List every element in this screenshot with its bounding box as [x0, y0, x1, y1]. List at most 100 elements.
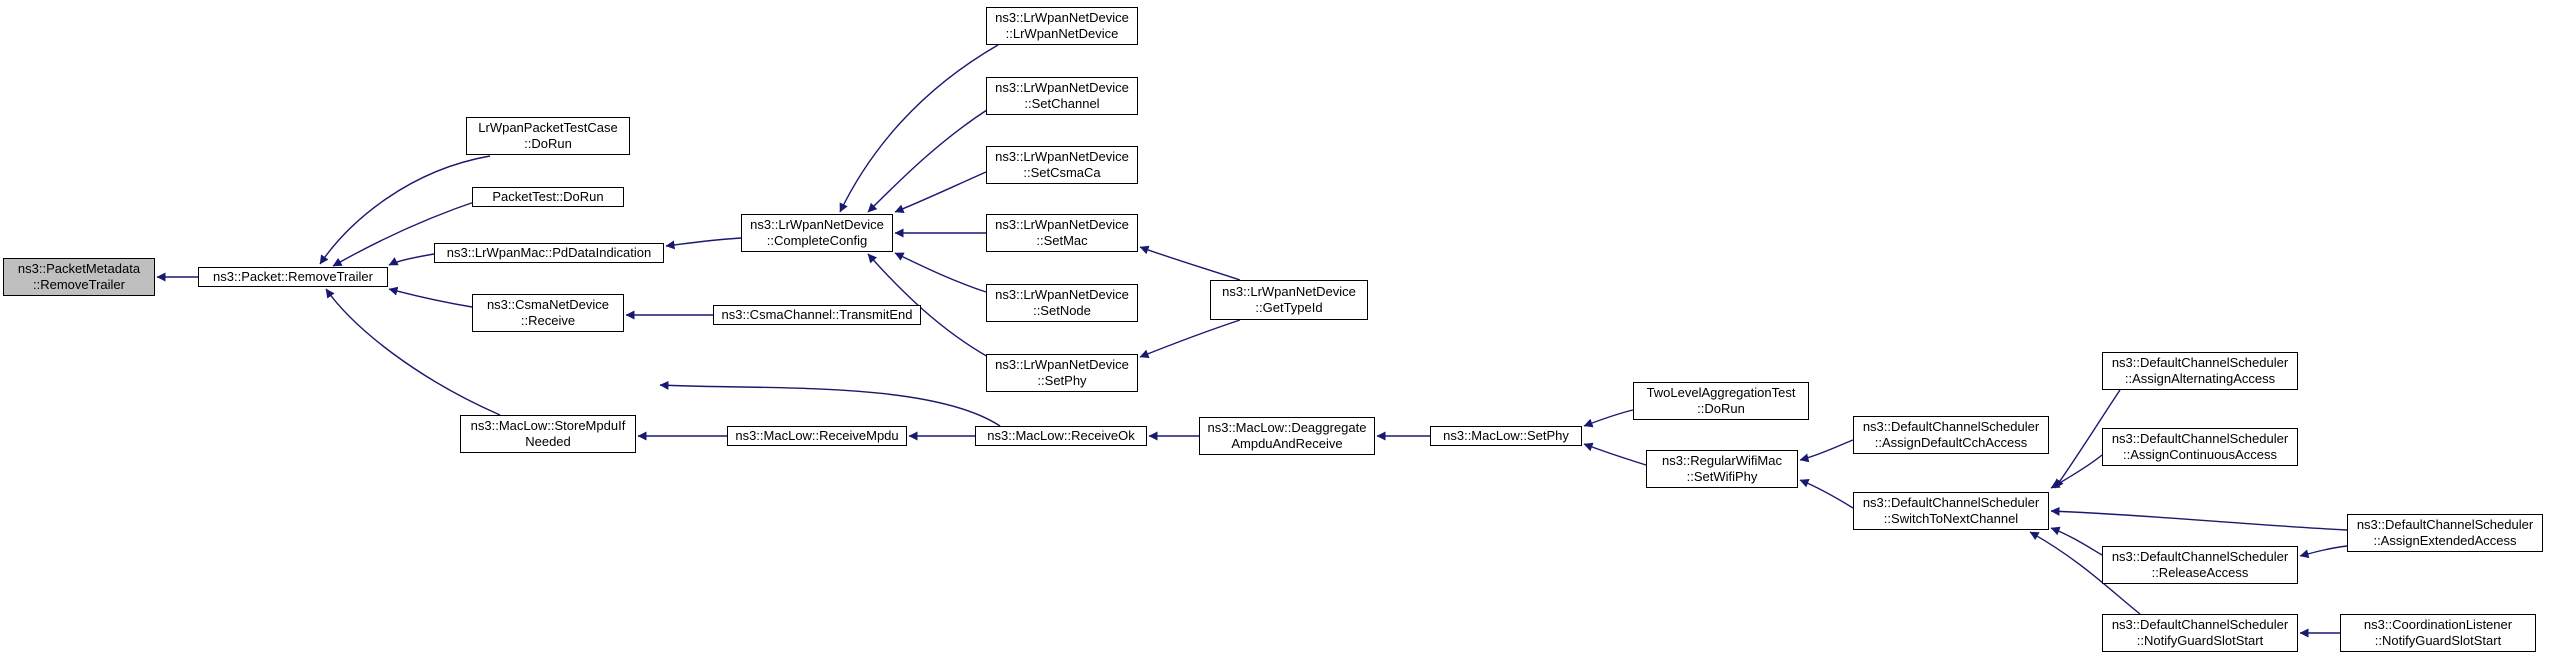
- edge-n6-n1: [325, 288, 501, 416]
- root-node: ns3::PacketMetadata::RemoveTrailer: [3, 258, 155, 296]
- graph-node[interactable]: ns3::LrWpanMac::PdDataIndication: [434, 243, 664, 263]
- graph-node[interactable]: ns3::RegularWifiMac::SetWifiPhy: [1646, 450, 1798, 488]
- graph-node[interactable]: ns3::DefaultChannelScheduler::ReleaseAcc…: [2102, 546, 2298, 584]
- edge-n10-n1: [659, 380, 1001, 427]
- node-label-line: ns3::DefaultChannelScheduler: [1862, 419, 2040, 434]
- node-label-line: ns3::LrWpanNetDevice: [995, 80, 1129, 95]
- node-label-line: ns3::MacLow::Deaggregate: [1207, 420, 1367, 435]
- edge-n21-n19: [1583, 442, 1647, 466]
- node-label-line: ::ReleaseAccess: [2151, 565, 2249, 580]
- edge-n24-n23: [2054, 389, 2121, 489]
- graph-node[interactable]: ns3::CsmaChannel::TransmitEnd: [713, 305, 921, 325]
- node-label-line: ns3::MacLow::ReceiveMpdu: [735, 428, 899, 443]
- node-label-line: ::DoRun: [524, 136, 572, 151]
- graph-node[interactable]: TwoLevelAggregationTest::DoRun: [1633, 382, 1809, 420]
- edge-n27-n23: [2050, 506, 2348, 531]
- graph-node[interactable]: LrWpanPacketTestCase::DoRun: [466, 117, 630, 155]
- edge-n23-n21: [1799, 478, 1854, 509]
- node-label-line: ns3::CsmaNetDevice: [486, 297, 610, 312]
- graph-node[interactable]: ns3::DefaultChannelScheduler::AssignCont…: [2102, 428, 2298, 466]
- node-label-line: ::NotifyGuardSlotStart: [2374, 633, 2502, 648]
- graph-node[interactable]: ns3::DefaultChannelScheduler::AssignDefa…: [1853, 416, 2049, 454]
- graph-node[interactable]: ns3::LrWpanNetDevice::CompleteConfig: [741, 214, 893, 252]
- edge-n11-n7: [839, 44, 999, 213]
- edge-n27-n26: [2299, 545, 2348, 559]
- edge-n7-n4: [665, 237, 742, 250]
- graph-node[interactable]: ns3::LrWpanNetDevice::LrWpanNetDevice: [986, 7, 1138, 45]
- node-label-line: ::DoRun: [1697, 401, 1745, 416]
- node-label-line: ::CompleteConfig: [766, 233, 868, 248]
- node-label-line: ::SetNode: [1033, 303, 1091, 318]
- node-label-line: ::NotifyGuardSlotStart: [2136, 633, 2264, 648]
- node-label-line: Needed: [525, 434, 571, 449]
- graph-node[interactable]: ns3::MacLow::ReceiveMpdu: [727, 426, 907, 446]
- node-label-line: ns3::LrWpanNetDevice: [995, 149, 1129, 164]
- edge-n2-n1: [319, 155, 491, 265]
- edge-n16-n7: [867, 253, 991, 359]
- node-label-line: ::GetTypeId: [1255, 300, 1323, 315]
- node-label-line: ::SetWifiPhy: [1686, 469, 1758, 484]
- node-label-line: ns3::LrWpanNetDevice: [1222, 284, 1356, 299]
- edge-n4-n1: [388, 253, 435, 266]
- graph-node[interactable]: ns3::LrWpanNetDevice::SetMac: [986, 214, 1138, 252]
- node-label-line: ns3::Packet::RemoveTrailer: [213, 269, 373, 284]
- edge-n20-n19: [1583, 409, 1634, 428]
- edge-n12-n7: [867, 107, 991, 213]
- graph-node[interactable]: ns3::DefaultChannelScheduler::NotifyGuar…: [2102, 614, 2298, 652]
- node-label-line: ::SetCsmaCa: [1023, 165, 1101, 180]
- graph-node[interactable]: ns3::Packet::RemoveTrailer: [198, 267, 388, 287]
- edge-n22-n21: [1799, 439, 1854, 463]
- graph-node[interactable]: PacketTest::DoRun: [472, 187, 624, 207]
- edge-n17-n16: [1139, 319, 1241, 359]
- node-label-line: ns3::DefaultChannelScheduler: [2111, 617, 2289, 632]
- node-label-line: ns3::DefaultChannelScheduler: [2111, 549, 2289, 564]
- node-label-line: ::SetMac: [1036, 233, 1088, 248]
- graph-node[interactable]: ns3::LrWpanNetDevice::SetChannel: [986, 77, 1138, 115]
- graph-node[interactable]: ns3::LrWpanNetDevice::SetNode: [986, 284, 1138, 322]
- node-label-line: ns3::DefaultChannelScheduler: [1862, 495, 2040, 510]
- node-label-line: PacketTest::DoRun: [492, 189, 604, 204]
- graph-node[interactable]: ns3::DefaultChannelScheduler::AssignAlte…: [2102, 352, 2298, 390]
- edge-n13-n7: [894, 171, 987, 214]
- graph-node[interactable]: ns3::MacLow::ReceiveOk: [975, 426, 1147, 446]
- node-label-line: ns3::RegularWifiMac: [1662, 453, 1782, 468]
- node-label-line: ::SwitchToNextChannel: [1883, 511, 2019, 526]
- node-label-line: ns3::LrWpanNetDevice: [750, 217, 884, 232]
- edge-n17-n14: [1139, 245, 1241, 281]
- graph-node[interactable]: ns3::LrWpanNetDevice::SetCsmaCa: [986, 146, 1138, 184]
- node-label-line: ns3::MacLow::ReceiveOk: [987, 428, 1135, 443]
- graph-node[interactable]: ns3::LrWpanNetDevice::GetTypeId: [1210, 280, 1368, 320]
- node-label-line: ::AssignDefaultCchAccess: [1874, 435, 2028, 450]
- node-label-line: ns3::CsmaChannel::TransmitEnd: [721, 307, 913, 322]
- node-label-line: ns3::PacketMetadata: [17, 261, 141, 276]
- graph-node[interactable]: ns3::DefaultChannelScheduler::AssignExte…: [2347, 514, 2543, 552]
- graph-node[interactable]: ns3::CsmaNetDevice::Receive: [472, 294, 624, 332]
- node-label-line: AmpduAndReceive: [1231, 436, 1343, 451]
- node-label-line: ::AssignContinuousAccess: [2123, 447, 2277, 462]
- node-label-line: ns3::DefaultChannelScheduler: [2111, 431, 2289, 446]
- node-label-line: ns3::LrWpanNetDevice: [995, 287, 1129, 302]
- graph-node[interactable]: ns3::CoordinationListener::NotifyGuardSl…: [2340, 614, 2536, 652]
- edge-n28-n23: [2029, 531, 2141, 615]
- node-label-line: TwoLevelAggregationTest: [1646, 385, 1796, 400]
- edge-n15-n7: [894, 252, 987, 293]
- edge-n25-n23: [2050, 454, 2103, 489]
- graph-node[interactable]: ns3::MacLow::SetPhy: [1430, 426, 1582, 446]
- node-label-line: ::RemoveTrailer: [33, 277, 125, 292]
- node-label-line: ns3::DefaultChannelScheduler: [2111, 355, 2289, 370]
- node-label-line: ::Receive: [520, 313, 576, 328]
- graph-node[interactable]: ns3::DefaultChannelScheduler::SwitchToNe…: [1853, 492, 2049, 530]
- edge-n5-n1: [388, 286, 473, 308]
- graph-node[interactable]: ns3::LrWpanNetDevice::SetPhy: [986, 354, 1138, 392]
- edge-n26-n23: [2050, 526, 2103, 556]
- node-label-line: ns3::LrWpanNetDevice: [995, 217, 1129, 232]
- node-label-line: ::LrWpanNetDevice: [1005, 26, 1119, 41]
- node-label-line: ns3::MacLow::StoreMpduIf: [470, 418, 626, 433]
- node-label-line: ns3::CoordinationListener: [2363, 617, 2513, 632]
- node-label-line: ns3::LrWpanNetDevice: [995, 10, 1129, 25]
- node-label-line: ::AssignExtendedAccess: [2373, 533, 2517, 548]
